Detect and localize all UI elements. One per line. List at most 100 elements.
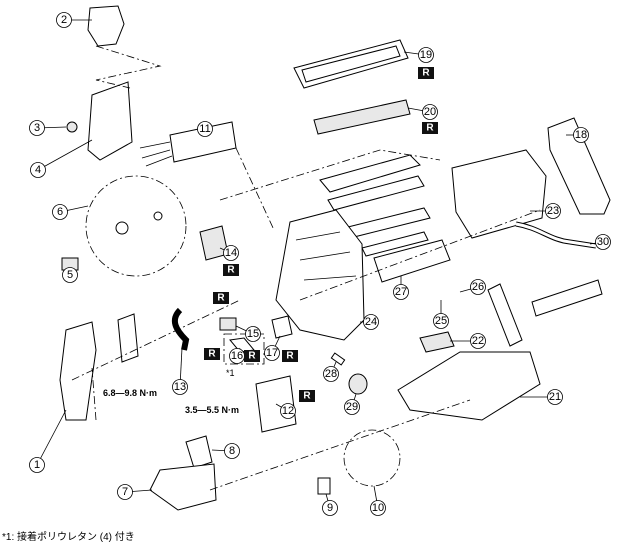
callout-28: 28 <box>323 366 339 382</box>
callout-15: 15 <box>245 326 261 342</box>
callout-3: 3 <box>29 120 45 136</box>
part-4-plate <box>87 81 133 161</box>
asterisk-note-marker: *1 <box>226 368 235 378</box>
part-29 <box>348 373 368 395</box>
callout-9: 9 <box>322 500 338 516</box>
svg-text:R: R <box>227 265 235 276</box>
part-15-actuator <box>219 317 237 331</box>
part-24-main-unit <box>275 209 365 341</box>
callout-number: 22 <box>472 335 484 347</box>
callout-5: 5 <box>62 267 78 283</box>
callout-number: 19 <box>420 49 432 61</box>
replace-mark: R <box>282 350 298 362</box>
callout-16: 16 <box>229 348 245 364</box>
callout-23: 23 <box>545 203 561 219</box>
callout-number: 14 <box>225 247 237 259</box>
callout-number: 9 <box>327 502 333 514</box>
callout-24: 24 <box>363 314 379 330</box>
callout-number: 12 <box>282 405 294 417</box>
part-9-clip <box>317 477 331 495</box>
callout-14: 14 <box>223 245 239 261</box>
leader-line-4 <box>37 139 93 171</box>
part-8-motor <box>185 435 213 469</box>
callout-number: 20 <box>424 106 436 118</box>
replace-mark: R <box>223 264 239 276</box>
callout-number: 24 <box>365 316 377 328</box>
callout-2: 2 <box>56 12 72 28</box>
callout-number: 27 <box>395 286 407 298</box>
callout-1: 1 <box>29 457 45 473</box>
callout-22: 22 <box>470 333 486 349</box>
part-1-duct <box>59 321 97 421</box>
callout-number: 29 <box>346 401 358 413</box>
callout-8: 8 <box>224 443 240 459</box>
part-6-detail <box>85 175 187 277</box>
svg-text:R: R <box>422 68 430 79</box>
callout-number: 1 <box>34 459 40 471</box>
parts-drawings <box>59 5 611 511</box>
svg-text:R: R <box>217 293 225 304</box>
part-16-box <box>223 333 265 365</box>
callout-number: 13 <box>174 381 186 393</box>
callout-21: 21 <box>547 389 563 405</box>
part-10-detail <box>343 429 401 487</box>
callout-12: 12 <box>280 403 296 419</box>
callout-number: 30 <box>597 236 609 248</box>
callout-number: 3 <box>34 122 40 134</box>
callout-number: 4 <box>35 164 41 176</box>
torque-1: 6.8—9.8 N·m <box>103 388 157 398</box>
callout-number: 23 <box>547 205 559 217</box>
svg-text:R: R <box>303 391 311 402</box>
callout-6: 6 <box>52 204 68 220</box>
part-2-bracket <box>87 5 125 47</box>
footnote: *1: 接着ポリウレタン (4) 付き <box>2 532 135 543</box>
replace-mark: R <box>204 348 220 360</box>
part-28 <box>330 352 346 366</box>
part-13-pipe <box>171 307 190 351</box>
callout-number: 26 <box>472 281 484 293</box>
callout-7: 7 <box>117 484 133 500</box>
part-22-cover <box>419 331 455 353</box>
svg-text:R: R <box>248 351 256 362</box>
callout-10: 10 <box>370 500 386 516</box>
part-23-blower-case <box>451 149 547 239</box>
callout-30: 30 <box>595 234 611 250</box>
callout-11: 11 <box>197 121 213 137</box>
callout-number: 25 <box>435 315 447 327</box>
callout-number: 5 <box>67 269 73 281</box>
replace-mark: R <box>299 390 315 402</box>
callout-27: 27 <box>393 284 409 300</box>
part-17-pad <box>271 315 293 339</box>
callout-number: 10 <box>372 502 384 514</box>
svg-text:R: R <box>286 351 294 362</box>
svg-text:R: R <box>426 123 434 134</box>
callout-19: 19 <box>418 47 434 63</box>
part-18-duct <box>547 117 611 215</box>
callout-number: 28 <box>325 368 337 380</box>
callout-number: 21 <box>549 391 561 403</box>
callout-number: 11 <box>199 123 210 135</box>
torque-2: 3.5—5.5 N·m <box>185 405 239 415</box>
callout-26: 26 <box>470 279 486 295</box>
callout-number: 18 <box>575 129 587 141</box>
replace-marks: R R R R R R R R <box>204 67 438 402</box>
replace-mark: R <box>418 67 434 79</box>
replace-mark: R <box>422 122 438 134</box>
callout-4: 4 <box>30 162 46 178</box>
callout-29: 29 <box>344 399 360 415</box>
part-3-grommet <box>66 121 78 133</box>
callout-number: 6 <box>57 206 63 218</box>
callout-13: 13 <box>172 379 188 395</box>
replace-mark: R <box>213 292 229 304</box>
callout-number: 8 <box>229 445 235 457</box>
callout-25: 25 <box>433 313 449 329</box>
callout-number: 16 <box>231 350 243 362</box>
svg-text:R: R <box>208 349 216 360</box>
part-7-blower <box>149 463 217 511</box>
callout-number: 15 <box>247 328 259 340</box>
replace-mark: R <box>244 350 260 362</box>
callout-17: 17 <box>264 345 280 361</box>
callout-number: 2 <box>61 14 67 26</box>
part-20-filter <box>313 99 411 135</box>
